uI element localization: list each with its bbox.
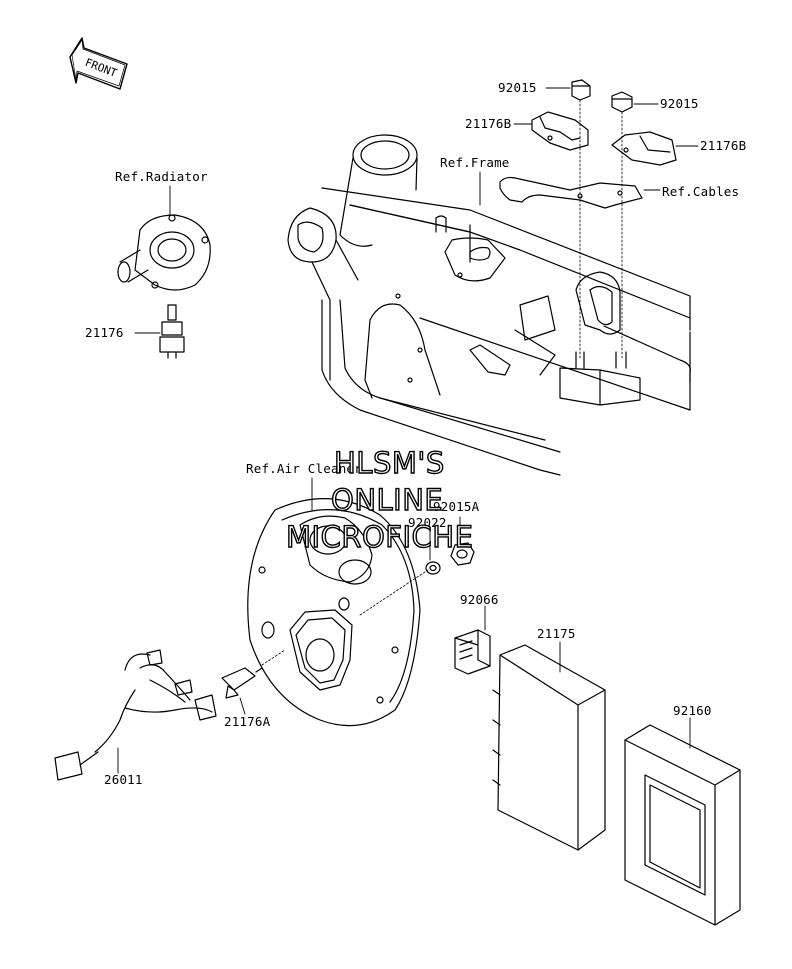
- label-21176B-left: 21176B: [465, 116, 512, 131]
- label-ref-radiator: Ref.Radiator: [115, 169, 208, 184]
- label-92022: 92022: [408, 515, 447, 530]
- label-92015-right: 92015: [660, 96, 699, 111]
- front-arrow-icon: FRONT: [69, 37, 128, 90]
- nut-92015A: [450, 542, 475, 566]
- temp-sensor-21176: [159, 304, 185, 359]
- nut-92015-left: [571, 79, 591, 101]
- sensor-21176A: [221, 649, 286, 699]
- leader-lines: [117, 87, 699, 774]
- label-92066: 92066: [460, 592, 499, 607]
- washer-92022: [425, 561, 441, 575]
- radiator-housing: [117, 214, 211, 291]
- harness-26011: [54, 649, 217, 781]
- label-ref-air-cleaner: Ref.Air Cleaner: [246, 461, 362, 476]
- label-21176A: 21176A: [224, 714, 271, 729]
- watermark-line3: MICROFICHE: [285, 520, 474, 554]
- ecu-21175: [492, 644, 606, 851]
- label-21176: 21176: [85, 325, 124, 340]
- air-cleaner-plate: [247, 498, 421, 727]
- frame-drawing: [287, 134, 691, 476]
- connector-92066: [454, 629, 491, 675]
- label-26011: 26011: [104, 772, 143, 787]
- label-92015-left: 92015: [498, 80, 537, 95]
- cable-bracket: [499, 176, 643, 209]
- label-ref-frame: Ref.Frame: [440, 155, 510, 170]
- label-21175: 21175: [537, 626, 576, 641]
- label-92160: 92160: [673, 703, 712, 718]
- label-92015A: 92015A: [433, 499, 480, 514]
- label-21176B-right: 21176B: [700, 138, 747, 153]
- nut-92015-right: [611, 91, 633, 113]
- cover-92160: [624, 724, 741, 926]
- label-ref-cables: Ref.Cables: [662, 184, 740, 199]
- watermark-line2: ONLINE: [330, 483, 444, 517]
- watermark-line1: HLSM'S: [333, 446, 445, 480]
- sensor-21176B-left: [531, 111, 589, 151]
- sensor-21176B-right: [611, 131, 677, 166]
